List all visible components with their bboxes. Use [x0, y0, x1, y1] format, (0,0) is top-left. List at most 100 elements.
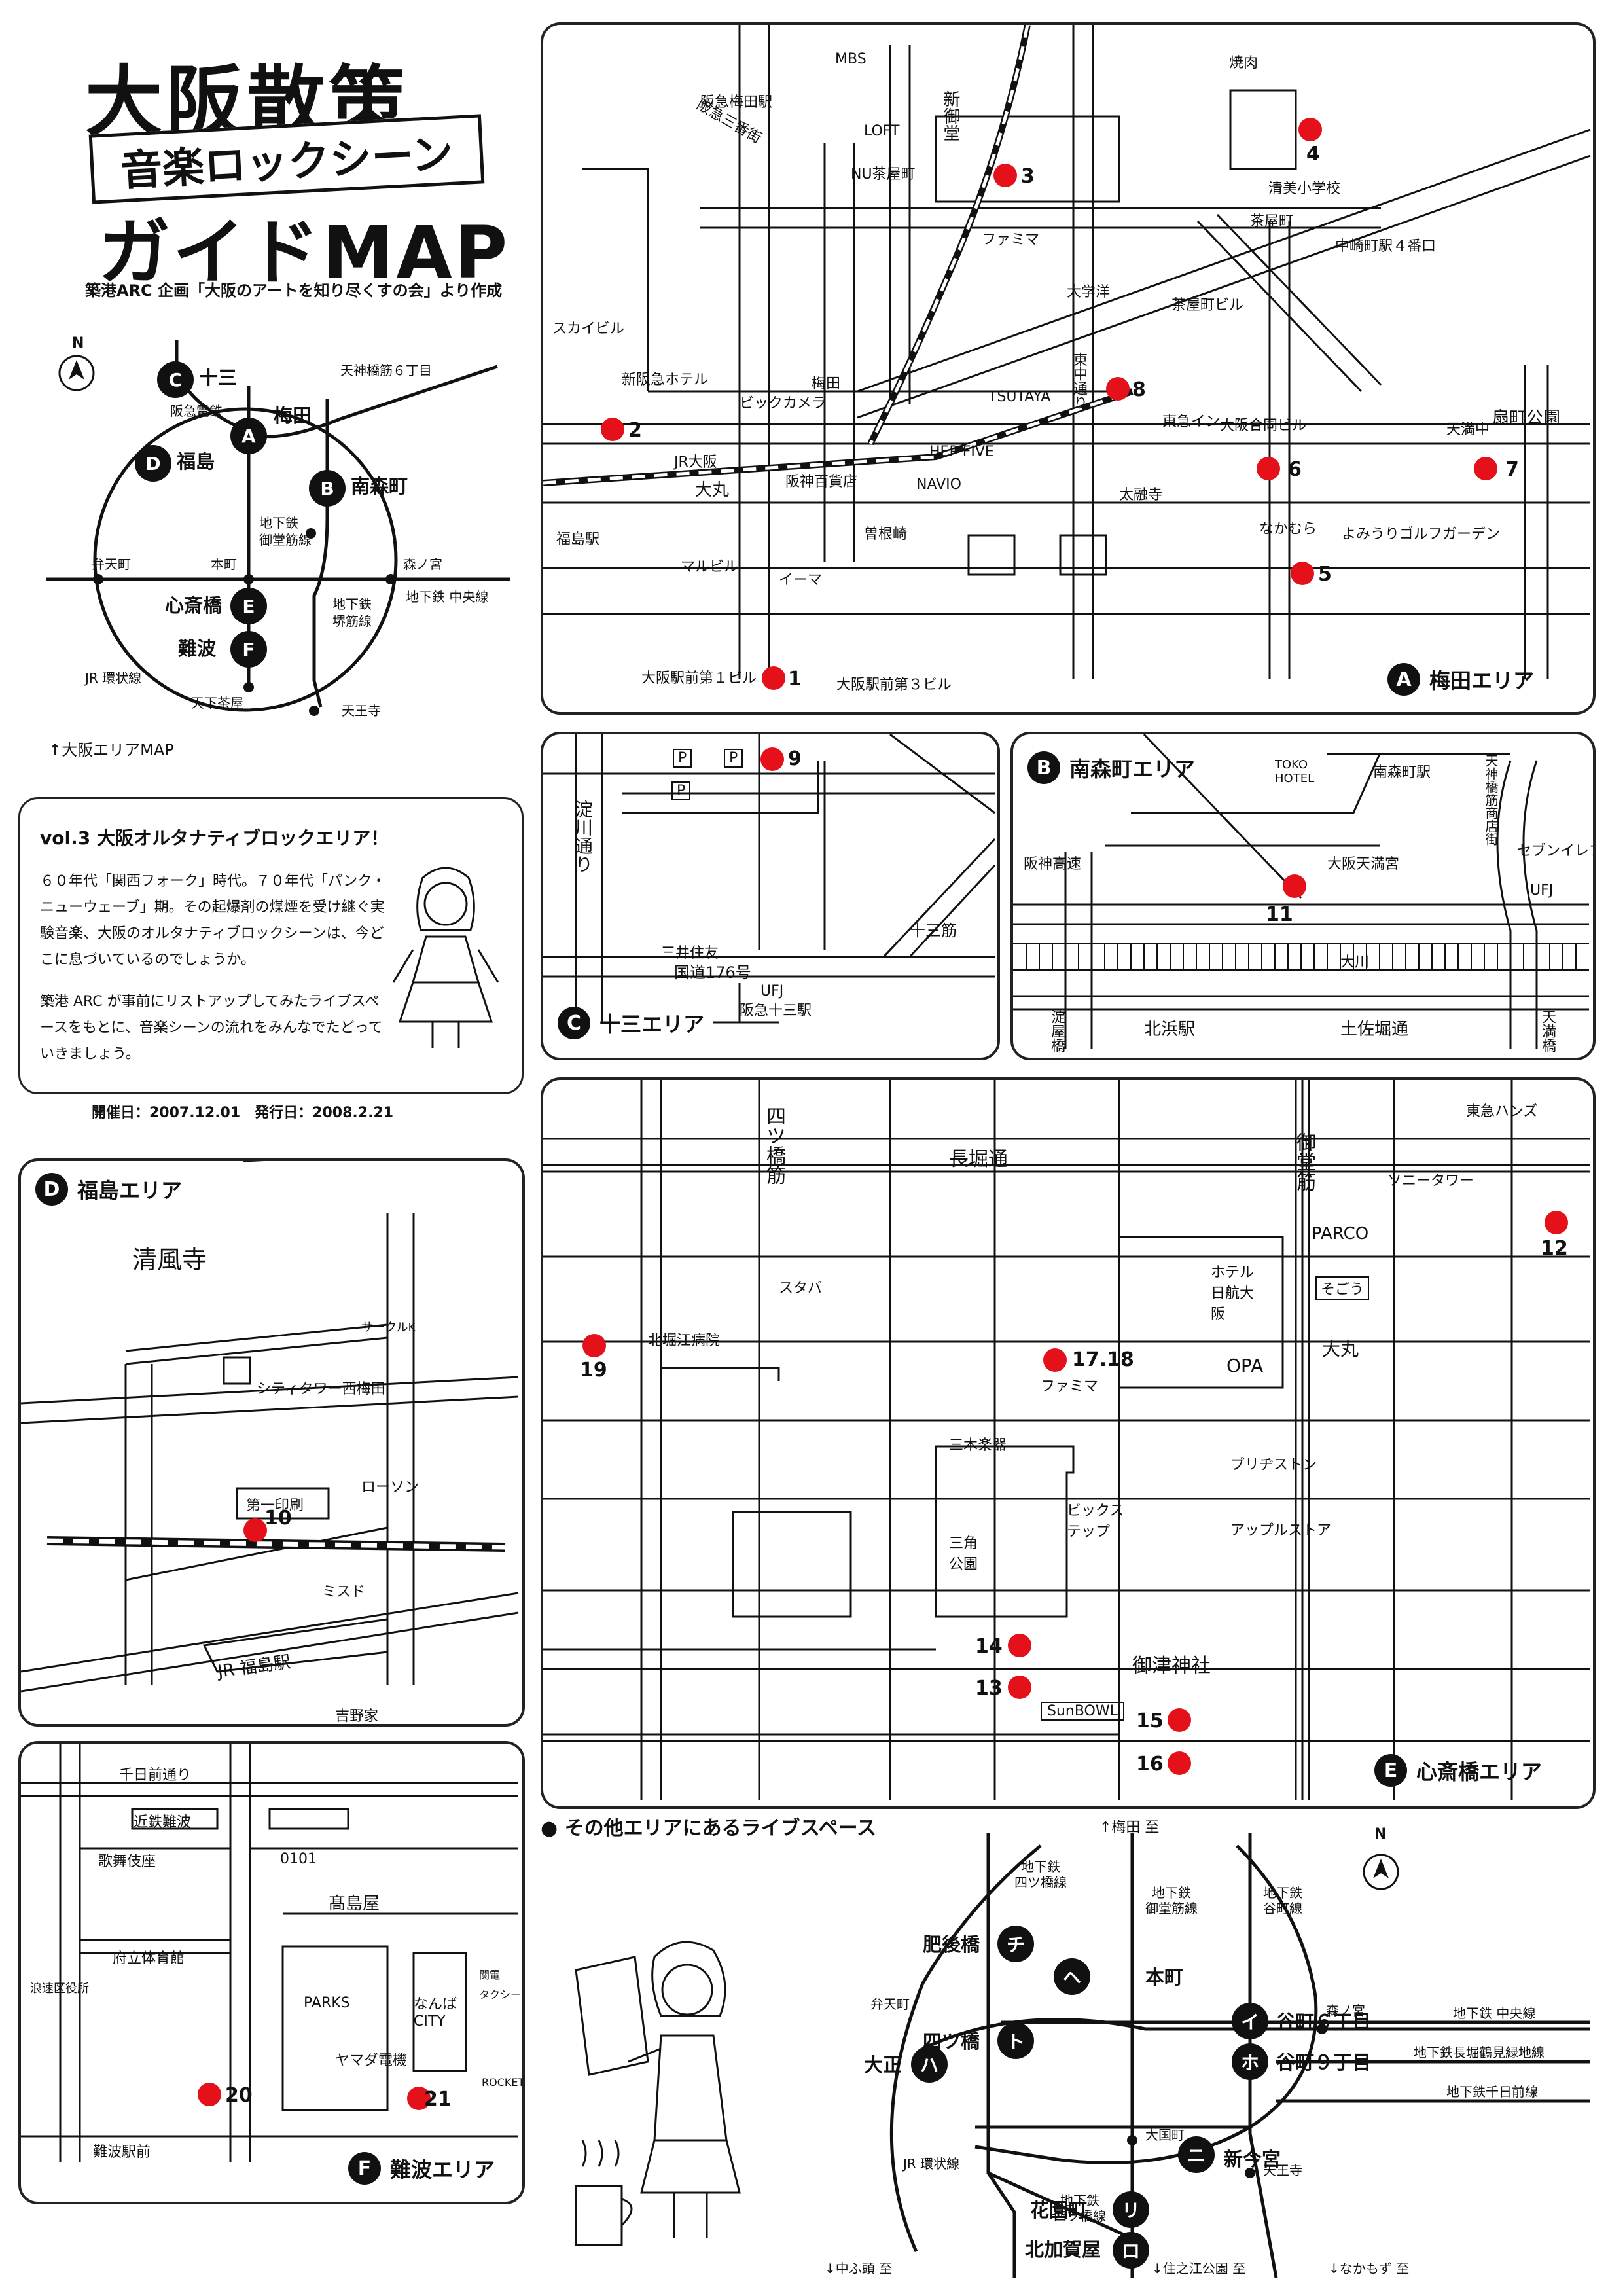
umeda-label-hanshin: 阪神百貨店 [785, 474, 858, 490]
nagahori-label: 地下鉄長堀鶴見緑地線 [1414, 2045, 1545, 2060]
minami-label-hanshin: 阪神高速 [1024, 856, 1082, 872]
pin-4[interactable] [1298, 118, 1322, 141]
shinsaibashi-label-sankaku: 三角公園 [949, 1535, 978, 1573]
umeda-label-marubiru: マルビル [681, 559, 739, 575]
station-i[interactable]: イ [1232, 2003, 1268, 2039]
area-b-label: B 南森町エリア [1027, 751, 1195, 784]
pin-7[interactable] [1474, 457, 1497, 480]
shinimamiya-name: 新今宮 [1224, 2148, 1281, 2170]
panel-shinsaibashi: 長堀通 四ツ橋筋 御堂筋 東急ハンズ ソニータワー PARCO ホテル日航大阪 … [541, 1077, 1596, 1809]
pin-12[interactable] [1545, 1211, 1568, 1234]
shinsaibashi-label-hands: 東急ハンズ [1466, 1103, 1538, 1120]
north-icon [69, 360, 84, 380]
yotsubashi-line: 地下鉄 四ツ橋線 [1014, 1859, 1067, 1890]
station-ri[interactable]: リ [1113, 2191, 1149, 2228]
pin-21[interactable] [407, 2087, 431, 2110]
pin-19[interactable] [582, 1334, 606, 1357]
pin-3[interactable] [993, 164, 1017, 187]
higobashi-name: 肥後橋 [923, 1933, 980, 1956]
pin-1-label: 1 [788, 668, 802, 691]
pin-1[interactable] [762, 666, 785, 690]
namba-label-rockets: ROCKETS [482, 2076, 525, 2089]
minami-label-kitahama: 北浜駅 [1144, 1020, 1196, 1039]
shinsaibashi-label-midosuji: 御堂筋 [1293, 1132, 1315, 1191]
panel-fukushima: 清風寺 サークルK シティタワー西梅田 ローソン 第一印刷 ミスド JR 福島駅… [18, 1158, 525, 1727]
pin-2-label: 2 [628, 419, 642, 442]
tanimachi-line: 地下鉄 谷町線 [1263, 1885, 1302, 1916]
umeda-label-hepfive: HEP FIVE [929, 444, 994, 460]
juso-label-jusosuji: 十三筋 [910, 922, 957, 940]
pin-10-label: 10 [264, 1507, 292, 1530]
umeda-label-yomiuri: よみうりゴルフガーデン [1342, 526, 1501, 543]
north-label: N [72, 335, 84, 351]
area-a-name: 梅田エリア [1429, 668, 1535, 693]
pin-6[interactable] [1257, 457, 1280, 480]
station-ho[interactable]: ホ [1232, 2043, 1268, 2080]
area-d-label: D 福島エリア [35, 1173, 182, 1206]
pin-11[interactable] [1283, 874, 1306, 898]
station-a-name: 梅田 [274, 404, 312, 427]
namba-label-taxi: タクシー [479, 1988, 522, 2001]
pin-17-18-label: 17.18 [1072, 1348, 1134, 1371]
sennichimae-label: 地下鉄千日前線 [1446, 2084, 1538, 2100]
shinsaibashi-label-bigstep: ビックステップ [1067, 1503, 1124, 1540]
station-d-name: 福島 [177, 450, 215, 473]
minami-label-seven: セブンイレブン [1517, 843, 1593, 859]
namba-label-0101: 0101 [280, 1851, 317, 1867]
shinsaibashi-label-opa: OPA [1226, 1355, 1264, 1376]
girl-with-map-illustration [575, 1941, 741, 2246]
station-d[interactable]: D [135, 445, 171, 482]
area-a-badge: A [1387, 663, 1420, 696]
north-icon-2 [1373, 1859, 1389, 1878]
tennoji-label: 天王寺 [342, 703, 381, 719]
subway-map: N ↑梅田 至 地下鉄 四ツ橋線 地下鉄 御堂筋線 地下鉄 谷町線 弁天町 森ノ… [805, 1806, 1590, 2284]
pin-10[interactable] [243, 1518, 267, 1542]
namba-label-taiikukan: 府立体育館 [113, 1950, 185, 1967]
umeda-label-ekimae1: 大阪駅前第１ビル [641, 670, 757, 687]
pin-9[interactable] [760, 747, 784, 771]
panel-minamimorimachi: 南森町駅 天神橋筋商店街 TOKO HOTEL 大阪天満宮 セブンイレブン UF… [1010, 732, 1596, 1060]
pin-2[interactable] [601, 418, 624, 441]
panel-namba: 千日前通り 近鉄難波 歌舞伎座 0101 髙島屋 府立体育館 PARKS なんば… [18, 1741, 525, 2204]
station-he[interactable]: ヘ [1054, 1958, 1090, 1995]
pin-5[interactable] [1291, 562, 1314, 585]
pin-20[interactable] [198, 2083, 221, 2106]
fukushima-label-daiichi: 第一印刷 [246, 1498, 304, 1514]
area-b-badge: B [1027, 751, 1060, 784]
tanimachi9-name: 谷町９丁目 [1276, 2051, 1372, 2073]
hankyu-label: 阪急電鉄 [170, 403, 223, 419]
namba-label-parks: PARKS [304, 1995, 350, 2011]
midosuji-line: 地下鉄 御堂筋線 [1145, 1885, 1198, 1916]
namba-label-yamada: ヤマダ電機 [335, 2053, 408, 2069]
umeda-label-chayamachi: 茶屋町 [1250, 213, 1294, 230]
intro-para-2: 築港 ARC が事前にリストアップしてみたライブスペースをもとに、音楽シーンの流… [40, 994, 383, 1062]
to-umeda: ↑梅田 至 [1099, 1820, 1160, 1836]
minami-label-station: 南森町駅 [1373, 764, 1431, 781]
pin-13[interactable] [1008, 1676, 1031, 1699]
station-e[interactable]: E [230, 588, 267, 624]
station-to[interactable]: ト [997, 2022, 1034, 2059]
kitakagaya-name: 北加賀屋 [1025, 2238, 1101, 2261]
umeda-label-tsutaya: TSUTAYA [988, 389, 1051, 405]
station-f[interactable]: F [230, 631, 267, 668]
pin-14[interactable] [1008, 1634, 1031, 1657]
pin-14-label: 14 [975, 1635, 1003, 1658]
pin-8[interactable] [1106, 377, 1130, 401]
pin-17-18[interactable] [1043, 1348, 1067, 1372]
minami-label-tenmabashi: 天満橋 [1539, 1009, 1556, 1052]
station-ha[interactable]: ハ [911, 2046, 948, 2083]
pin-20-label: 20 [225, 2084, 253, 2107]
pin-21-label: 21 [424, 2088, 452, 2111]
station-b[interactable]: B [309, 470, 346, 507]
pin-6-label: 6 [1288, 458, 1302, 481]
pin-16[interactable] [1168, 1751, 1191, 1775]
station-ro[interactable]: ロ [1113, 2232, 1149, 2269]
bentencho-label: 弁天町 [92, 556, 131, 572]
pin-15[interactable] [1168, 1708, 1191, 1732]
station-ni[interactable]: ニ [1178, 2136, 1215, 2173]
namba-label-takashimaya: 髙島屋 [329, 1894, 380, 1914]
station-c[interactable]: C [157, 361, 194, 398]
station-chi[interactable]: チ [997, 1926, 1034, 1962]
juso-label-ufj: UFJ [760, 983, 784, 999]
station-a[interactable]: A [230, 418, 267, 454]
